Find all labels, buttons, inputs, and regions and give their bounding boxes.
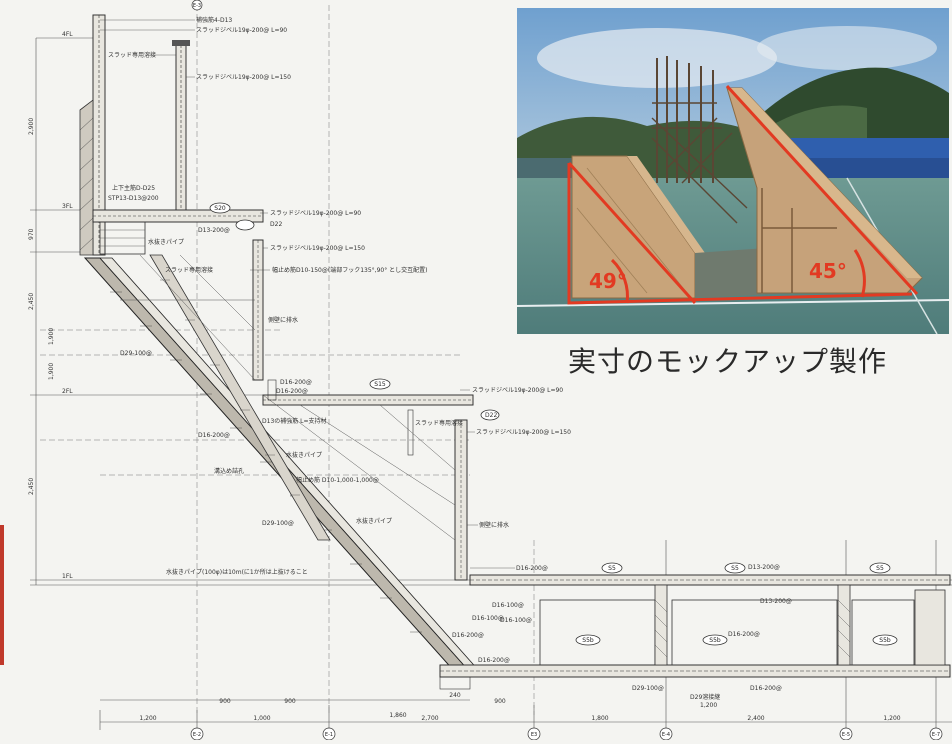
photo-caption: 実寸のモックアップ製作 (568, 345, 888, 378)
note-low-2: D22 (485, 412, 497, 419)
grid-label-6: E-7 (932, 732, 940, 738)
angle-left-label: 49° (589, 269, 627, 293)
note-top-4: スラッドジベル19φ-200@ L=150 (196, 74, 291, 81)
hdim-10: 2,400 (747, 715, 764, 722)
vdim-1: 2,900 (28, 118, 35, 135)
note-top-3: スラッド専用溶接 (108, 51, 156, 59)
vdim-3: 2,450 (28, 293, 35, 310)
note-mid-10: STP13-D13@200 (108, 195, 159, 202)
note-bot-6: 1,200 (700, 702, 717, 709)
note-low-8: D16-200@ (198, 432, 230, 439)
grid-label-3: E3 (531, 732, 537, 738)
hdim-8: 2,700 (421, 715, 438, 722)
note-low-1: スラッドジベル19φ-200@ L=90 (472, 387, 563, 394)
vdim-4: 1,900 (48, 328, 55, 345)
level-mark-3: 2FL (62, 388, 73, 395)
note-bot-2: D13-200@ (760, 598, 792, 605)
section-tag-2: S15 (374, 381, 386, 388)
section-tag-1: S20 (214, 205, 226, 212)
leader-lines (100, 19, 515, 569)
grid-label-top: E-3 (193, 3, 201, 9)
note-low-10: 溝込め詰孔 (214, 467, 244, 475)
note-mid-9: 上下主筋D-D25 (112, 184, 155, 192)
note-mid-6: D13-200@ (198, 227, 230, 234)
note-low-17: D16-100@ (492, 602, 524, 609)
hdim-6: 1,000 (253, 715, 270, 722)
note-low-12: D29-100@ (262, 520, 294, 527)
grid-label-5: E-5 (842, 732, 850, 738)
level-mark-4: 1FL (62, 573, 73, 580)
grid-label-1: E-2 (193, 732, 201, 738)
note-mid-2: D22 (270, 221, 282, 228)
note-bot-3: D16-200@ (728, 631, 760, 638)
note-top-2: スラッドジベル19φ-200@ L=90 (196, 27, 287, 34)
grid-lines (40, 5, 535, 715)
note-mid-3: スラッドジベル19φ-200@ L=150 (270, 245, 365, 252)
vdim-5: 1,900 (48, 363, 55, 380)
level-mark-1: 4FL (62, 31, 73, 38)
note-low-9: 水抜きパイプ (286, 451, 322, 459)
angle-right-label: 45° (809, 259, 847, 283)
hdim-3: 240 (449, 692, 461, 699)
note-mid-5: スラッド専用溶接 (165, 266, 213, 274)
note-mid-8: 側壁に排水 (268, 316, 298, 324)
note-bot-5: D29溶接継 (690, 693, 720, 701)
note-low-16: D16-200@ (516, 565, 548, 572)
section-tag-5: S5 (876, 565, 884, 572)
note-low-19: D16-200@ (452, 632, 484, 639)
note-low-5: D16-200@ (280, 379, 312, 386)
note-low-11: 幅止め筋 D10-1,000-1,000@ (296, 476, 379, 484)
section-tag-8: S5b (879, 637, 891, 644)
vdim-2: 970 (28, 228, 35, 240)
diagonal-slab (83, 254, 481, 673)
section-tag-4: S5 (731, 565, 739, 572)
section-tags (209, 202, 898, 646)
note-low-4: スラッドジベル19φ-200@ L=150 (476, 429, 571, 436)
note-low-14: 側壁に排水 (479, 521, 509, 529)
grid-label-4: E-4 (662, 732, 670, 738)
note-low-3: スラッド専用溶接 (415, 419, 463, 427)
note-mid-1: スラッドジベル19φ-200@ L=90 (270, 210, 361, 217)
note-low-18: D16-100@ (472, 615, 504, 622)
note-bot-7: D16-200@ (750, 685, 782, 692)
section-tag-7: S5b (709, 637, 721, 644)
hdim-7: 1,860 (389, 712, 406, 719)
bottom-box-section (439, 574, 951, 690)
edge-strip (0, 525, 4, 665)
note-low-20: D16-100@ (500, 617, 532, 624)
note-low-21: D16-200@ (478, 657, 510, 664)
section-tag-6: S5b (582, 637, 594, 644)
level-mark-2: 3FL (62, 203, 73, 210)
hdim-1: 900 (219, 698, 231, 705)
hdim-11: 1,200 (883, 715, 900, 722)
note-mid-7: 水抜きパイプ (148, 238, 184, 246)
note-top-1: 補強筋4-D13 (196, 16, 232, 24)
note-low-15: 水抜きパイプ(100φ)は10m(に1か所は上抜けること (166, 568, 308, 576)
note-low-6: D16-200@ (276, 388, 308, 395)
mockup-photo: 3-7788 桑 49° 45° (517, 8, 949, 334)
hdim-9: 1,800 (591, 715, 608, 722)
note-mid-4: 幅止め筋D10-150@(端部フック135°,90° とし交互配置) (272, 266, 427, 274)
note-low-7: D13の補強筋 L=支持材 (262, 417, 327, 425)
vdim-6: 2,450 (28, 478, 35, 495)
note-bot-4: D29-100@ (632, 685, 664, 692)
note-bot-1: D13-200@ (748, 564, 780, 571)
note-low-13: 水抜きパイプ (356, 517, 392, 525)
grid-bubbles (190, 0, 943, 741)
hdim-5: 1,200 (139, 715, 156, 722)
section-tag-3: S5 (608, 565, 616, 572)
grid-label-2: E-1 (325, 732, 333, 738)
hdim-4: 900 (494, 698, 506, 705)
hdim-2: 900 (284, 698, 296, 705)
note-mid-11: D29-100@ (120, 350, 152, 357)
